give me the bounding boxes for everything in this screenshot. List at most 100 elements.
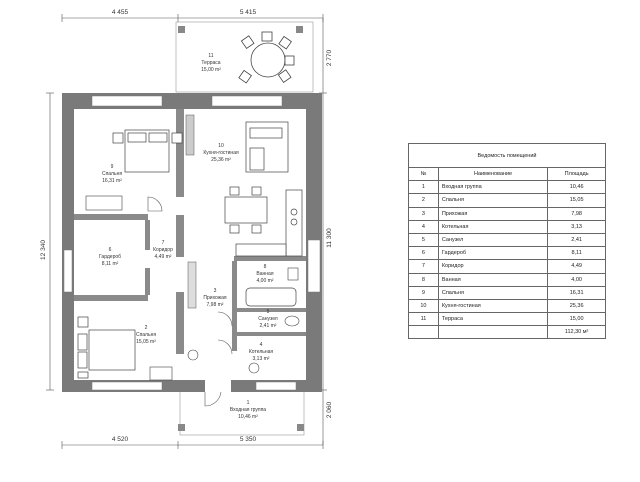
schedule-total: 112,30 м² xyxy=(547,325,606,340)
shelving xyxy=(187,261,197,309)
row-area: 15,00 xyxy=(547,312,606,327)
room-schedule-table: Ведомость помещений № Наименование Площа… xyxy=(408,143,606,340)
row-num: 5 xyxy=(408,232,439,248)
header-area: Площадь xyxy=(547,166,606,182)
row-name: Терраса xyxy=(437,312,549,327)
total-empty-cell xyxy=(408,325,439,340)
room-1-num: 1 xyxy=(247,400,250,406)
dining-table xyxy=(224,186,268,234)
row-area: 16,31 xyxy=(547,285,606,300)
row-name: Котельная xyxy=(437,219,549,234)
total-empty-cell xyxy=(437,325,549,340)
room-3-name: Прихожая xyxy=(203,295,226,301)
dim-top-right: 5 415 xyxy=(240,9,257,16)
row-num: 2 xyxy=(408,193,439,208)
room-2-num: 2 xyxy=(145,325,148,331)
room-8-name: Ванная xyxy=(256,271,273,277)
schedule-title-row: Ведомость помещений xyxy=(408,143,606,168)
room-8-num: 8 xyxy=(264,264,267,270)
row-area: 15,05 xyxy=(547,193,606,208)
door-swing xyxy=(217,311,233,327)
bathtub xyxy=(245,287,297,307)
dim-top-left: 4 455 xyxy=(112,9,129,16)
row-num: 6 xyxy=(408,246,439,261)
room-11-name: Терраса xyxy=(201,60,220,66)
room-6-area: 8,11 m² xyxy=(102,261,119,267)
row-area: 8,11 xyxy=(547,246,606,261)
row-area: 10,46 xyxy=(547,180,606,195)
dim-bottom-right: 5 350 xyxy=(240,436,257,443)
room-4-area: 3,13 m² xyxy=(253,356,270,362)
room-7-area: 4,49 m² xyxy=(155,254,172,260)
row-area: 25,36 xyxy=(547,298,606,314)
kitchen-counter xyxy=(235,189,303,257)
toilet xyxy=(284,315,300,327)
row-name: Спальня xyxy=(437,193,549,208)
room-5-name: Санузел xyxy=(258,316,278,322)
entrance-door-swing xyxy=(204,391,222,407)
room-7-name: Коридор xyxy=(153,247,173,253)
row-area: 4,49 xyxy=(547,259,606,274)
room-3-area: 7,98 m² xyxy=(207,302,224,308)
row-num: 8 xyxy=(408,272,439,287)
wardrobe xyxy=(185,114,195,156)
dim-right-top: 2 770 xyxy=(326,49,333,66)
row-num: 7 xyxy=(408,259,439,274)
dim-left: 12 340 xyxy=(40,240,47,260)
room-1-area: 10,46 m² xyxy=(238,414,258,420)
room-4-num: 4 xyxy=(260,342,263,348)
bed xyxy=(77,316,136,379)
room-6-num: 6 xyxy=(109,247,112,253)
room-10-area: 25,36 m² xyxy=(211,157,231,163)
room-9-area: 16,31 m² xyxy=(102,178,122,184)
sink xyxy=(287,267,299,281)
room-8-area: 4,00 m² xyxy=(257,278,274,284)
room-11-num: 11 xyxy=(208,53,213,59)
desk xyxy=(85,195,123,211)
row-num: 9 xyxy=(408,285,439,300)
dimension-lines xyxy=(46,14,327,449)
row-area: 4,00 xyxy=(547,272,606,287)
header-num: № xyxy=(408,166,439,182)
room-10-num: 10 xyxy=(218,143,224,149)
row-name: Гардероб xyxy=(437,246,549,261)
room-2-area: 15,05 m² xyxy=(136,339,156,345)
row-name: Коридор xyxy=(437,259,549,274)
row-name: Спальня xyxy=(437,285,549,300)
schedule-total-row: 112,30 м² xyxy=(408,325,606,340)
schedule-title: Ведомость помещений xyxy=(408,143,606,168)
column xyxy=(178,26,185,33)
column xyxy=(297,424,304,431)
door-swing xyxy=(147,196,163,212)
desk xyxy=(149,366,173,381)
row-name: Санузел xyxy=(437,232,549,248)
room-5-area: 2,41 m² xyxy=(260,323,277,329)
entrance-door-opening xyxy=(205,380,231,392)
row-area: 2,41 xyxy=(547,232,606,248)
row-num: 4 xyxy=(408,219,439,234)
row-num: 11 xyxy=(408,312,439,327)
door-swing xyxy=(217,339,233,355)
row-name: Кухня-гостиная xyxy=(437,298,549,314)
dim-bottom-left: 4 520 xyxy=(112,436,129,443)
row-num: 10 xyxy=(408,298,439,314)
room-6-name: Гардероб xyxy=(99,254,121,260)
row-area: 3,13 xyxy=(547,219,606,234)
boiler xyxy=(248,362,260,374)
row-num: 3 xyxy=(408,206,439,221)
hallway-column xyxy=(187,349,199,361)
column xyxy=(296,26,303,33)
room-labels: 11 Терраса 15,00 m² 10 Кухня-гостиная 25… xyxy=(99,53,278,420)
room-1-name: Входная группа xyxy=(230,407,266,413)
room-9-num: 9 xyxy=(111,164,114,170)
schedule-header-row: № Наименование Площадь xyxy=(408,166,606,182)
